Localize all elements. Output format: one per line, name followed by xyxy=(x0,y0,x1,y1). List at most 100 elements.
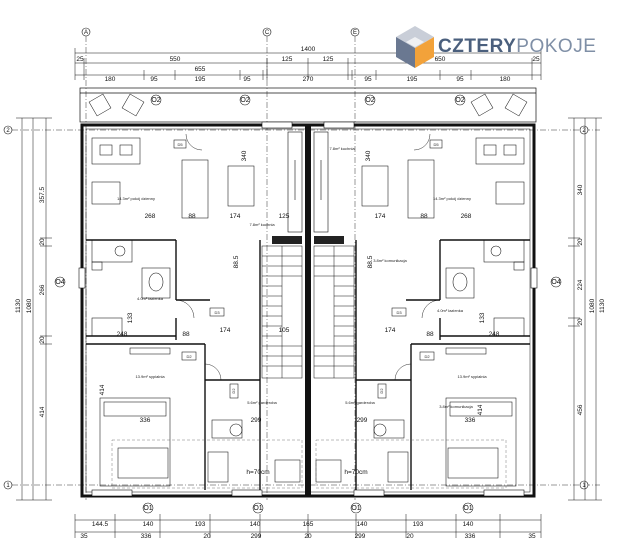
bottom-dimension-lines xyxy=(74,514,542,538)
room-label-bed-left: 13.9m² sypialnia xyxy=(135,374,165,379)
dim-bot-r2-1: 336 xyxy=(141,533,152,540)
dim-left-0: 357.5 xyxy=(39,186,46,203)
room-dim-16: 299 xyxy=(357,417,368,424)
room-dim-10: 105 xyxy=(279,327,290,334)
dim-bot-r1-2: 193 xyxy=(195,521,206,528)
dim-bot-r2-5: 299 xyxy=(355,533,366,540)
room-label-hall-left: 3.8m² komunikacja xyxy=(373,258,407,263)
dim-bot-r1-6: 193 xyxy=(413,521,424,528)
room-label-living-right: 14.3m² pokój dzienny xyxy=(433,196,471,201)
room-dim-12: 88 xyxy=(426,331,434,338)
dim-right-4: 456 xyxy=(577,404,584,415)
dashed-outlines xyxy=(111,439,507,489)
room-dim-13: 248 xyxy=(489,331,500,338)
room-dim-21: 133 xyxy=(479,312,486,323)
height-note-right: h=70cm xyxy=(344,469,367,476)
room-dim-11: 174 xyxy=(385,327,396,334)
axis-label-2-left: 2 xyxy=(6,128,10,134)
dim-left-2: 266 xyxy=(39,284,46,295)
room-label-wardrobe-left: 5.6m² garderoba xyxy=(247,400,277,405)
room-dim-23: 340 xyxy=(365,150,372,161)
dim-top-r3-4: 270 xyxy=(303,76,314,83)
logo-part-2: POKOJE xyxy=(516,36,597,57)
door-tags xyxy=(173,139,443,399)
room-dim-3: 125 xyxy=(279,213,290,220)
terrace-chairs xyxy=(88,93,528,117)
staircase-right xyxy=(313,245,355,379)
room-dim-2: 174 xyxy=(230,213,241,220)
dim-top-r3-7: 95 xyxy=(456,76,464,83)
terrace-top xyxy=(79,87,537,123)
window-tag-2: O2 xyxy=(240,97,249,104)
room-dim-20: 133 xyxy=(127,312,134,323)
dim-top-r3-8: 180 xyxy=(500,76,511,83)
dim-right-2: 224 xyxy=(577,279,584,290)
right-dimension-labels: 340 20 224 20 456 1080 1130 xyxy=(577,184,606,415)
height-note-left: h=70cm xyxy=(246,469,269,476)
room-dim-5: 88 xyxy=(420,213,428,220)
dim-bot-r2-6: 20 xyxy=(406,533,414,540)
dim-top-r2-0: 25 xyxy=(76,56,84,63)
room-dim-17: 336 xyxy=(465,417,476,424)
dim-total-width: 1400 xyxy=(301,46,316,53)
dim-left-6: 1130 xyxy=(15,299,22,313)
dim-top-r2-5: 650 xyxy=(435,56,446,63)
dim-bot-r2-0: 35 xyxy=(80,533,88,540)
dim-right-0: 340 xyxy=(577,184,584,195)
room-dim-15: 299 xyxy=(251,417,262,424)
door-tag-6: D2 xyxy=(424,354,430,359)
axis-label-1-left: 1 xyxy=(6,483,10,489)
furniture-left xyxy=(91,137,301,487)
window-tags xyxy=(54,94,562,514)
room-label-kitchen-right: 7.8m² kuchnia xyxy=(249,222,275,227)
door-tag-5: D2 xyxy=(186,354,192,359)
door-tag-4: D3 xyxy=(396,310,402,315)
axis-label-a: A xyxy=(84,30,88,36)
room-dim-6: 268 xyxy=(461,213,472,220)
dim-bot-r2-8: 35 xyxy=(528,533,536,540)
door-tag-1: D5 xyxy=(177,142,183,147)
logo-wordmark: CZTERYPOKOJE xyxy=(438,36,596,58)
dim-bot-r1-3: 140 xyxy=(250,521,261,528)
top-dimension-lines xyxy=(74,48,542,80)
dim-top-r3-2: 195 xyxy=(195,76,206,83)
dim-bot-r1-7: 140 xyxy=(463,521,474,528)
room-dim-7: 248 xyxy=(117,331,128,338)
dim-top-r2-1: 550 xyxy=(170,56,181,63)
dim-bot-r2-2: 20 xyxy=(203,533,211,540)
room-label-hall-right: 3.8m² komunikacja xyxy=(439,404,473,409)
window-tag-4: O2 xyxy=(455,97,464,104)
room-dim-8: 88 xyxy=(182,331,190,338)
window-tag-9: O1 xyxy=(351,505,360,512)
party-wall xyxy=(305,125,311,496)
dim-bot-r1-1: 140 xyxy=(143,521,154,528)
window-tag-6: O4 xyxy=(551,279,560,286)
dim-top-r3-6: 195 xyxy=(407,76,418,83)
dim-top-r3-3: 95 xyxy=(243,76,251,83)
left-dimension-labels: 357.5 20 266 20 414 1080 1130 xyxy=(15,186,46,417)
stair-landings xyxy=(272,236,344,244)
room-label-bath-left: 4.0m² łazienka xyxy=(137,296,164,301)
room-dim-4: 174 xyxy=(375,213,386,220)
room-dim-22: 340 xyxy=(241,150,248,161)
room-dim-25: 88.5 xyxy=(367,255,374,268)
dim-left-3: 20 xyxy=(39,336,46,344)
room-labels: 14.3m² pokój dzienny 14.3m² pokój dzienn… xyxy=(117,146,487,409)
dim-bot-r1-5: 140 xyxy=(357,521,368,528)
room-dimensions: 268 88 174 125 174 88 268 248 88 174 105… xyxy=(99,150,500,424)
axis-bubbles xyxy=(3,27,589,490)
window-tag-10: O1 xyxy=(463,505,472,512)
door-swings xyxy=(175,133,441,381)
left-dimension-lines xyxy=(16,117,52,501)
dim-left-5: 1080 xyxy=(26,298,33,313)
room-dim-14: 336 xyxy=(140,417,151,424)
room-dim-1: 88 xyxy=(188,213,196,220)
axis-label-e: E xyxy=(353,30,357,36)
dim-top-r2-6: 25 xyxy=(532,56,540,63)
logo-cube-icon xyxy=(396,26,434,68)
dim-right-6: 1130 xyxy=(599,299,606,313)
windows xyxy=(78,121,538,497)
axis-label-1-right: 1 xyxy=(582,483,586,489)
right-dimension-lines xyxy=(568,117,602,501)
